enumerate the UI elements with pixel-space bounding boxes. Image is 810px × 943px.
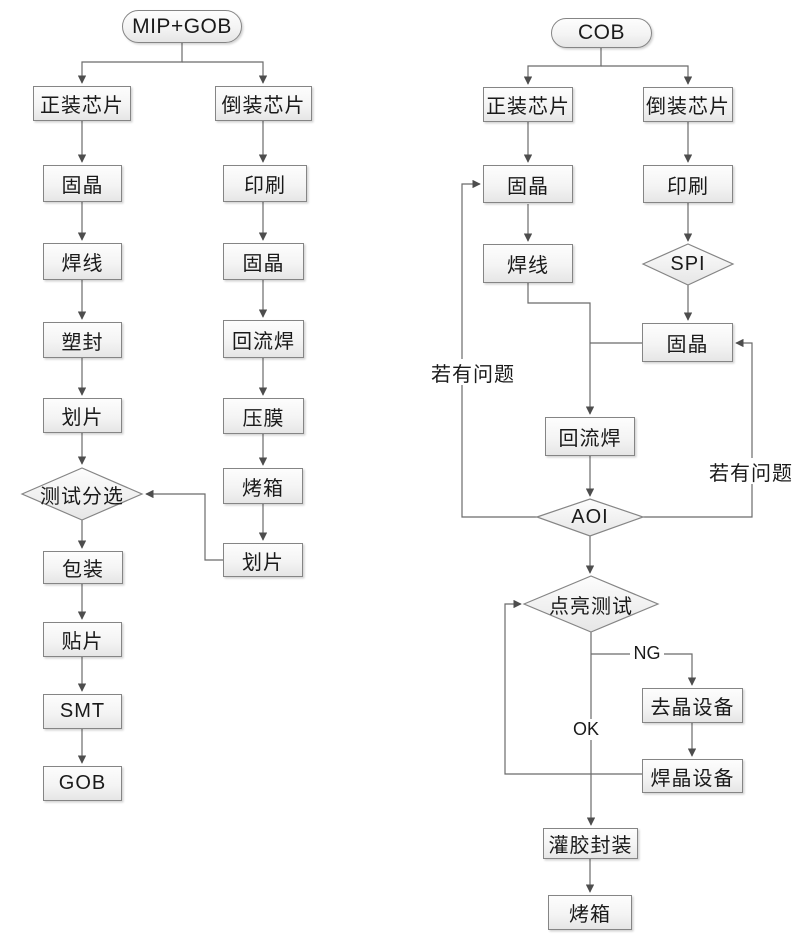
edge-cob-aoi-issue-left-loop <box>461 179 537 518</box>
node-mip-wire-bond: 焊线 <box>43 243 122 280</box>
node-mip-printing: 印刷 <box>223 165 307 202</box>
edge-mip-start-to-flip-chip <box>182 61 268 84</box>
edge-label-issue-left: 若有问题 <box>415 359 531 386</box>
diamond-light-test-shape <box>522 575 660 633</box>
node-cob-wire-bond: 焊线 <box>483 244 573 283</box>
edge-cob-aoi-issue-right-loop <box>643 338 753 518</box>
node-cob-die-bond-merge: 固晶 <box>642 323 733 362</box>
node-mip-dicing-2: 划片 <box>223 543 303 577</box>
node-cob-printing: 印刷 <box>643 165 733 203</box>
node-mip-oven: 烤箱 <box>223 468 303 504</box>
node-cob-glue-encapsulation: 灌胶封装 <box>543 828 638 859</box>
node-mip-lamination: 压膜 <box>223 398 304 434</box>
edge-label-issue-right: 若有问题 <box>693 458 809 485</box>
node-mip-reflow: 回流焊 <box>223 320 304 358</box>
node-cob-die-bond-left: 固晶 <box>483 165 573 203</box>
node-cob-light-test: 点亮测试 <box>549 595 633 618</box>
edge-mip-start-to-front-chip <box>77 43 183 84</box>
node-mip-molding: 塑封 <box>43 322 122 358</box>
node-cob-aoi: AOI <box>571 506 609 528</box>
node-cob-flip-chip: 倒装芯片 <box>643 87 733 122</box>
node-mip-die-bond-2: 固晶 <box>223 243 304 280</box>
node-mip-smt: SMT <box>43 694 122 729</box>
node-mip-dicing-1: 划片 <box>43 398 122 433</box>
node-cob-spi: SPI <box>670 253 706 275</box>
node-cob-front-chip: 正装芯片 <box>483 87 573 122</box>
node-cob-start: COB <box>551 18 652 48</box>
node-cob-weld-die-equipment: 焊晶设备 <box>642 759 743 793</box>
diamond-aoi-shape <box>535 498 645 537</box>
edge-cob-start-to-front-chip <box>523 48 602 85</box>
edge-label-ok: OK <box>568 719 604 740</box>
edge-cob-light-test-ng <box>591 653 697 686</box>
node-mip-placement: 贴片 <box>43 622 122 657</box>
edge-label-ng: NG <box>630 643 664 664</box>
node-cob-remove-die-equipment: 去晶设备 <box>642 688 743 723</box>
node-mip-front-chip: 正装芯片 <box>33 86 131 121</box>
node-mip-die-bond-1: 固晶 <box>43 165 122 202</box>
node-mip-gob: GOB <box>43 766 122 801</box>
node-cob-reflow: 回流焊 <box>545 417 635 456</box>
node-mip-packing: 包装 <box>43 551 123 584</box>
edge-mip-dicing-to-test-sort <box>145 489 223 561</box>
edge-cob-start-to-flip-chip <box>601 65 693 85</box>
node-mip-start: MIP+GOB <box>122 10 242 43</box>
diamond-test-sort-shape <box>20 467 144 521</box>
node-mip-flip-chip: 倒装芯片 <box>215 86 312 121</box>
diamond-spi-shape <box>641 243 735 286</box>
edge-cob-weld-die-loop-back <box>504 599 642 775</box>
node-cob-oven: 烤箱 <box>548 895 632 930</box>
node-mip-test-sort: 测试分选 <box>40 485 124 508</box>
edge-cob-wire-bond-reflow <box>527 283 595 415</box>
